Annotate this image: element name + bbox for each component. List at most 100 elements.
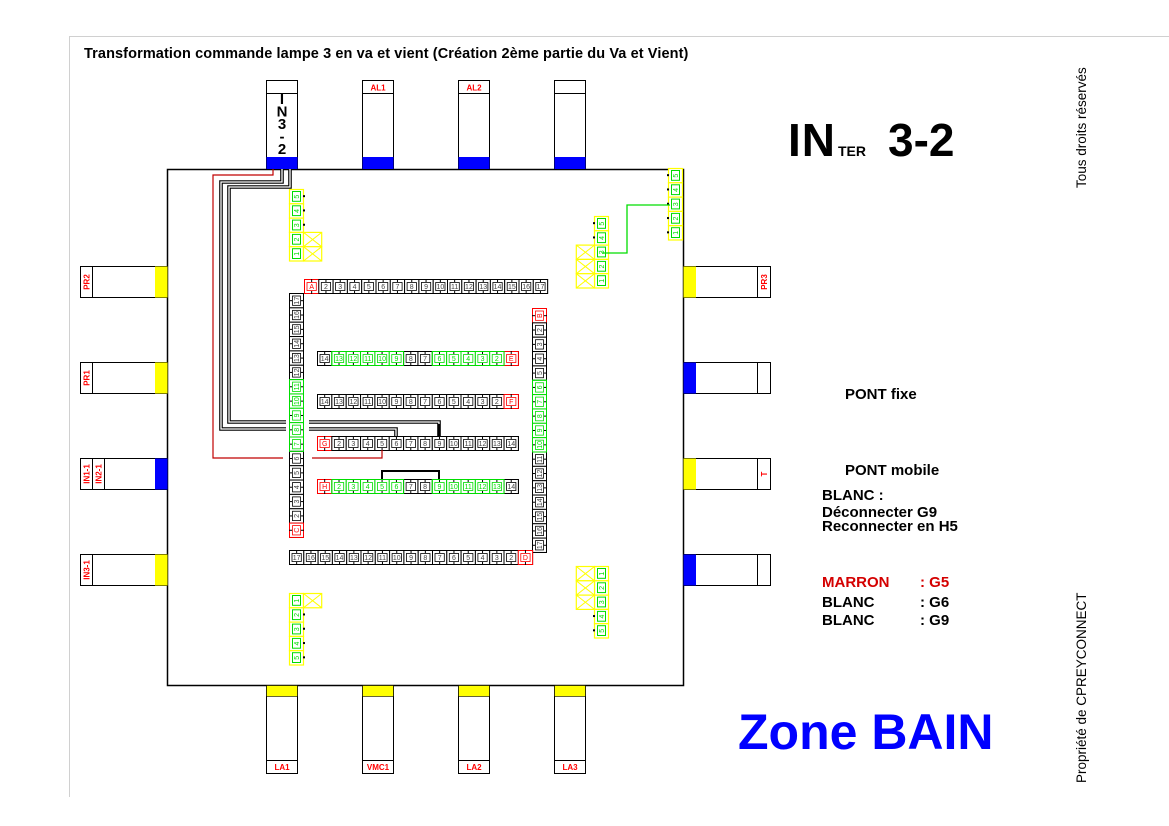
- terminal-15: 15: [289, 321, 304, 338]
- terminal-F: F: [503, 394, 519, 409]
- terminal-inner: [463, 282, 474, 291]
- white-wire-g6-outer-2: [309, 427, 398, 436]
- terminal-8: 8: [289, 422, 304, 438]
- terminal-inner: [448, 439, 459, 448]
- terminal-2: 2: [318, 279, 334, 294]
- small-cell-label: 5: [673, 174, 680, 178]
- terminal-11: 11: [360, 394, 376, 409]
- terminal-15: 15: [532, 508, 547, 525]
- port-connector: [683, 266, 696, 298]
- terminal-inner: [463, 397, 474, 406]
- terminal-5: 5: [446, 394, 462, 409]
- port-connector: [155, 554, 168, 586]
- terminal-label: 6: [438, 399, 442, 406]
- terminal-inner: [319, 354, 330, 363]
- terminal-label: 15: [294, 325, 301, 333]
- terminal-inner: [349, 282, 360, 291]
- small-cell-pin: [303, 223, 305, 226]
- terminal-inner: [435, 282, 446, 291]
- white-wire-g9-outer: [227, 169, 292, 424]
- terminal-9: 9: [532, 422, 547, 439]
- port-body: [554, 685, 586, 774]
- terminal-17: 17: [289, 550, 305, 565]
- terminal-label: 2: [495, 399, 499, 406]
- port-bottom-la3: LA3: [554, 685, 586, 774]
- green-group-outline: [532, 379, 547, 453]
- terminal-inner: [319, 397, 330, 406]
- terminal-G: G: [317, 436, 333, 451]
- terminal-inner: [434, 439, 445, 448]
- terminal-inner: [376, 354, 388, 363]
- small-cell-inner: [671, 170, 680, 181]
- terminal-10: 10: [446, 436, 462, 451]
- terminal-5: 5: [361, 279, 377, 294]
- terminal-4: 4: [532, 351, 547, 367]
- blank-cell-cross: [303, 232, 323, 248]
- small-cell-label: 4: [599, 615, 606, 619]
- terminal-14: 14: [317, 351, 333, 366]
- terminal-inner: [391, 439, 402, 448]
- white-wire-g9-inner: [228, 169, 291, 423]
- terminal-inner: [535, 382, 544, 393]
- terminal-label: 12: [364, 555, 372, 562]
- blank-cell-cross: [575, 259, 595, 275]
- terminal-label: F: [509, 399, 513, 406]
- terminal-inner: [292, 338, 301, 349]
- terminal-label: A: [309, 284, 314, 291]
- terminal-label: 9: [294, 413, 301, 417]
- terminal-label: 9: [394, 356, 398, 363]
- terminal-label: 5: [367, 284, 371, 291]
- terminal-inner: [391, 482, 402, 491]
- terminal-inner: [535, 425, 544, 436]
- port-label: AL2: [466, 84, 482, 93]
- terminal-label: 6: [452, 555, 456, 562]
- port-body: [683, 458, 771, 490]
- terminal-label: 7: [423, 356, 427, 363]
- port-bottom-la1: LA1: [266, 685, 298, 774]
- terminal-2: 2: [289, 508, 304, 524]
- port-top-IN3-2: IN3-2: [266, 80, 298, 169]
- terminal-inner: [306, 282, 317, 291]
- port-body: [80, 554, 168, 586]
- terminal-label: 9: [537, 428, 544, 432]
- terminal-label: 6: [294, 456, 301, 460]
- terminal-label: 4: [294, 485, 301, 489]
- terminal-label: 2: [337, 484, 341, 491]
- green-group-outline: [331, 479, 405, 494]
- terminal-7: 7: [403, 479, 419, 494]
- terminal-label: E: [509, 356, 514, 363]
- small-cell-label: 2: [673, 217, 680, 221]
- small-cell-label: 5: [599, 222, 606, 226]
- terminal-label: 16: [294, 311, 301, 319]
- terminal-2: 2: [489, 394, 505, 409]
- terminal-label: 3: [338, 284, 342, 291]
- terminal-label: 6: [394, 441, 398, 448]
- terminal-inner: [506, 439, 517, 448]
- small-cell-inner: [292, 595, 301, 606]
- terminal-12: 12: [360, 550, 376, 565]
- port-connector: [554, 685, 586, 697]
- terminal-inner: [535, 310, 544, 321]
- terminal-label: 17: [537, 541, 544, 549]
- terminal-inner: [491, 397, 502, 406]
- wire-legend-blanc-1: BLANC: G6: [822, 594, 950, 611]
- terminal-label: 17: [537, 284, 545, 291]
- terminal-inner: [535, 454, 544, 465]
- terminal-label: 15: [508, 284, 516, 291]
- green-group-outline: [431, 479, 505, 494]
- terminal-inner: [535, 367, 544, 379]
- terminal-inner: [477, 439, 488, 448]
- green-group-outline: [431, 351, 505, 366]
- terminal-8: 8: [532, 408, 547, 424]
- terminal-6: 6: [289, 450, 304, 467]
- port-label: T: [760, 471, 769, 476]
- terminal-14: 14: [503, 436, 519, 451]
- port-top-AL2: AL2: [458, 80, 490, 169]
- terminal-label: 2: [294, 514, 301, 518]
- reconnect-instruction: Reconnecter en H5: [822, 518, 958, 535]
- device-suffix: TER: [838, 143, 866, 159]
- terminal-inner: [535, 324, 544, 336]
- terminal-label: 17: [294, 297, 301, 305]
- terminal-label: 13: [493, 441, 501, 448]
